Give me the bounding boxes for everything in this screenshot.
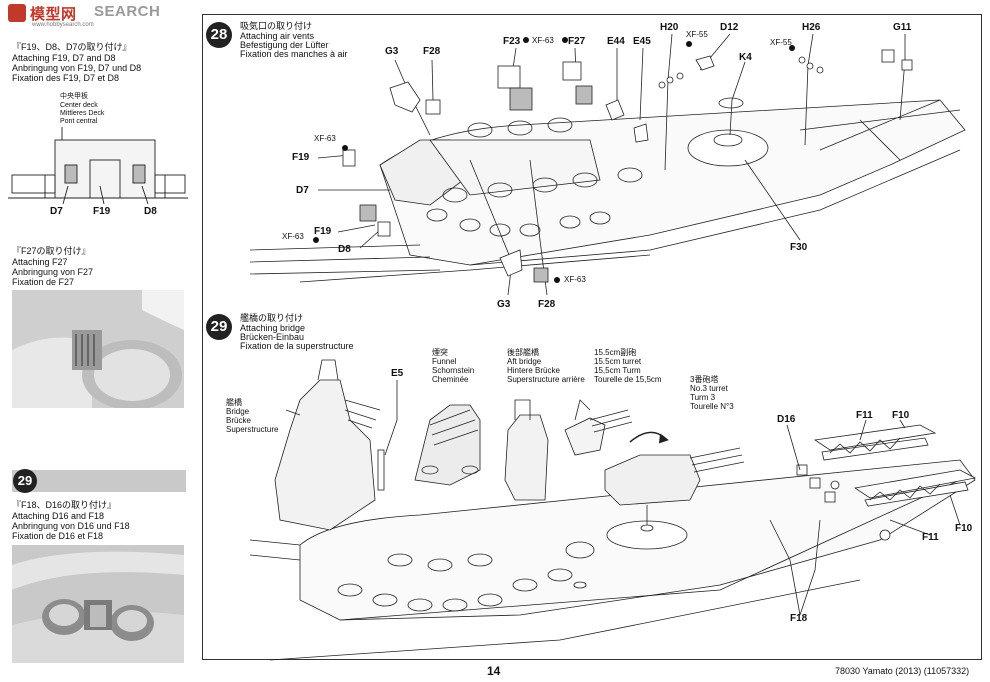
step29-title-de: Brücken-Einbau <box>240 332 305 342</box>
sec3-header-bar <box>12 470 186 492</box>
watermark-brand: 模型网 <box>30 6 77 23</box>
sec3-step-badge: 29 <box>13 469 37 493</box>
step29-part-f18: F18 <box>790 613 808 624</box>
step28-paint-xf63-b: XF-63 <box>314 134 336 143</box>
turret3-label-jp: 3番砲塔 <box>690 375 719 384</box>
sec1-title-fr: Fixation des F19, D7 et D8 <box>12 73 120 83</box>
sec2-title-de: Anbringung von F27 <box>12 267 94 277</box>
sec3-title-de: Anbringung von D16 und F18 <box>12 521 130 531</box>
step28-paint-xf63-d: XF-63 <box>564 275 586 284</box>
step28-part-g11: G11 <box>893 22 912 33</box>
sec1-part-f19: F19 <box>93 206 111 217</box>
step28-part-e45: E45 <box>633 36 651 47</box>
bridge-label-en: Bridge <box>226 407 250 416</box>
turret155-label-fr: Tourelle de 15,5cm <box>594 375 662 384</box>
turret3-label-fr: Tourelle N°3 <box>690 402 734 411</box>
step28-part-d12: D12 <box>720 22 739 33</box>
sec1-title-en: Attaching F19, D7 and D8 <box>12 53 116 63</box>
deck-label-de: Mittleres Deck <box>60 110 105 117</box>
page-number: 14 <box>487 664 501 678</box>
sec2-title-jp: 『F27の取り付け』 <box>12 246 91 256</box>
deck-label-fr: Pont central <box>60 118 98 125</box>
step28-part-f28-bottom: F28 <box>538 299 556 310</box>
step28-part-f27: F27 <box>568 36 586 47</box>
step28-title-fr: Fixation des manches à air <box>240 49 348 59</box>
sec1-part-d7: D7 <box>50 206 63 217</box>
sec2-title-en: Attaching F27 <box>12 257 68 267</box>
turret3-label-de: Turm 3 <box>690 393 716 402</box>
step28-title-jp: 吸気口の取り付け <box>240 21 313 31</box>
watermark-logo-icon <box>8 4 26 22</box>
step28-badge: 28 <box>206 22 232 48</box>
center-deck-diagram <box>8 127 188 205</box>
step28-paint-xf63-a: XF-63 <box>532 36 554 45</box>
sec1-title-de: Anbringung von F19, D7 und D8 <box>12 63 142 73</box>
steps-panel <box>202 14 982 660</box>
step28-paint-xf55-a: XF-55 <box>686 30 708 39</box>
step28-part-f30: F30 <box>790 242 808 253</box>
sec3-title-jp: 『F18、D16の取り付け』 <box>12 500 117 510</box>
bridge-label-jp: 艦橋 <box>226 398 242 407</box>
step28-part-g3-bottom: G3 <box>497 299 511 310</box>
step29-part-f10-bottom: F10 <box>955 523 973 534</box>
step28-paint-xf63-c: XF-63 <box>282 232 304 241</box>
step28-part-h26: H26 <box>802 22 821 33</box>
step28-part-e44: E44 <box>607 36 625 47</box>
sec3-title-en: Attaching D16 and F18 <box>12 511 105 521</box>
funnel-label-jp: 煙突 <box>432 348 448 357</box>
d16-f18-photo <box>12 545 184 663</box>
product-code: 78030 Yamato (2013) (11057332) <box>835 666 970 676</box>
deck-label-jp: 中央甲板 <box>60 93 88 100</box>
funnel-label-en: Funnel <box>432 357 457 366</box>
aft-label-de: Hintere Brücke <box>507 366 560 375</box>
funnel-label-de: Schornstein <box>432 366 475 375</box>
step29-title-fr: Fixation de la superstructure <box>240 341 354 351</box>
step28-part-d8: D8 <box>338 244 351 255</box>
turret155-label-jp: 15.5cm副砲 <box>594 348 637 357</box>
f27-photo <box>12 290 184 408</box>
sec1-title-jp: 『F19、D8、D7の取り付け』 <box>12 42 132 52</box>
step28-part-f19-a: F19 <box>292 152 310 163</box>
sec2-title-fr: Fixation de F27 <box>12 277 75 287</box>
funnel-label-fr: Cheminée <box>432 375 469 384</box>
left-column: 『F19、D8、D7の取り付け』 Attaching F19, D7 and D… <box>0 0 190 682</box>
step28-part-f23: F23 <box>503 36 521 47</box>
step29-part-f10-top: F10 <box>892 410 910 421</box>
step28-part-d7: D7 <box>296 185 309 196</box>
step28-part-f19-b: F19 <box>314 226 332 237</box>
turret155-label-en: 15.5cm turret <box>594 357 642 366</box>
step29-part-e5: E5 <box>391 368 404 379</box>
watermark-url: www.hobbysearch.com <box>32 22 94 28</box>
sec1-part-d8: D8 <box>144 206 157 217</box>
step29-part-d16: D16 <box>777 414 796 425</box>
turret155-label-de: 15,5cm Turm <box>594 366 641 375</box>
step29-title-en: Attaching bridge <box>240 323 306 333</box>
step28-part-f28-top: F28 <box>423 46 441 57</box>
bridge-label-de: Brücke <box>226 416 251 425</box>
deck-label-en: Center deck <box>60 102 98 109</box>
watermark-text: SEARCH <box>94 3 161 20</box>
step28-title-en: Attaching air vents <box>240 31 315 41</box>
aft-label-fr: Superstructure arrière <box>507 375 585 384</box>
aft-label-jp: 後部艦橋 <box>507 348 539 357</box>
aft-label-en: Aft bridge <box>507 357 542 366</box>
step29-part-f11-bottom: F11 <box>922 532 939 543</box>
bridge-label-fr: Superstructure <box>226 425 279 434</box>
step28-title-de: Befestigung der Lüfter <box>240 40 329 50</box>
turret3-label-en: No.3 turret <box>690 384 728 393</box>
step28-paint-xf55-b: XF-55 <box>770 38 792 47</box>
step28-part-h20: H20 <box>660 22 679 33</box>
step28-part-g3-top: G3 <box>385 46 399 57</box>
step29-part-f11-top: F11 <box>856 410 873 421</box>
step29-title-jp: 艦橋の取り付け <box>240 313 304 323</box>
step29-badge: 29 <box>206 314 232 340</box>
step28-part-k4: K4 <box>739 52 752 63</box>
sec3-title-fr: Fixation de D16 et F18 <box>12 531 104 541</box>
